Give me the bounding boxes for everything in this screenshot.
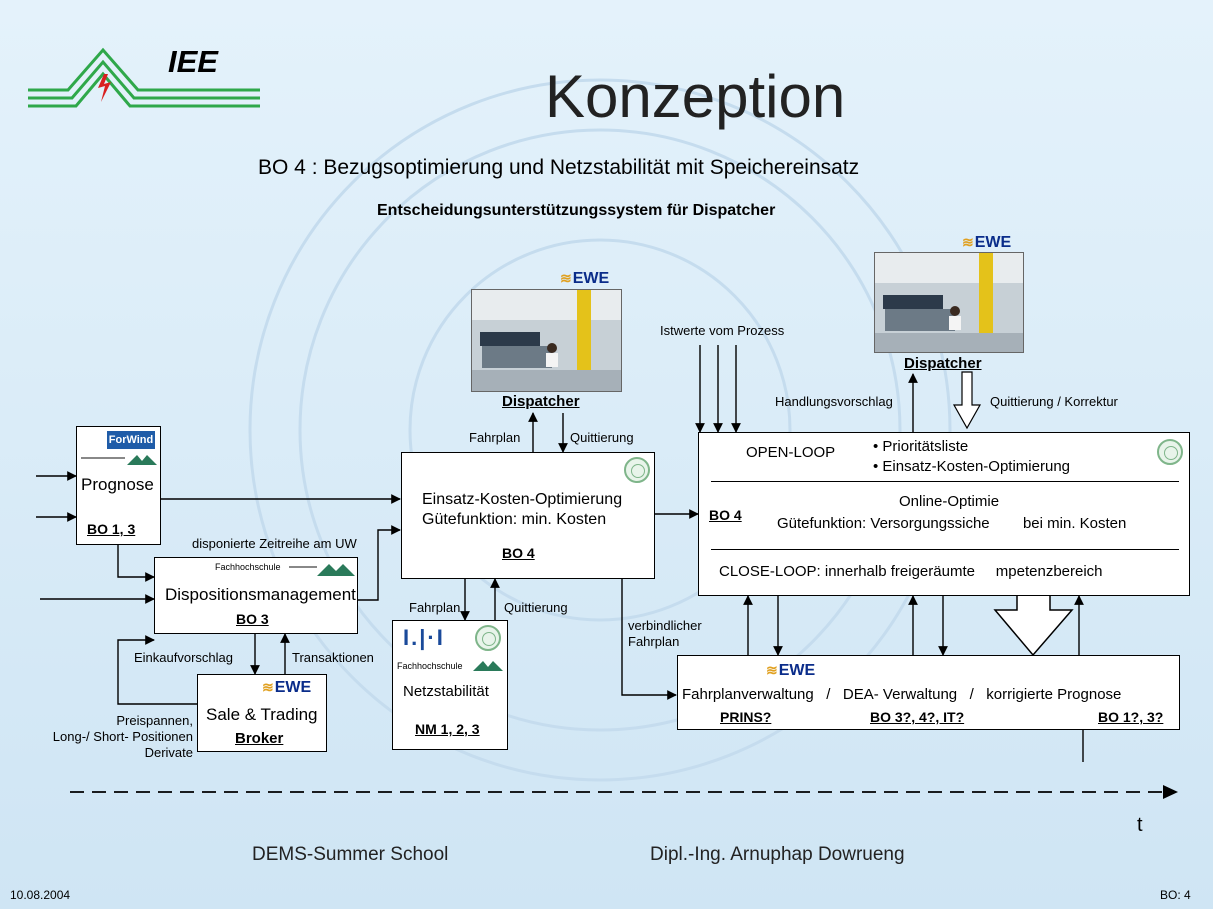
netz-code: NM 1, 2, 3 — [415, 721, 480, 737]
dispo-code: BO 3 — [236, 611, 269, 627]
quittierung-korrektur-label: Quittierung / Korrektur — [990, 394, 1118, 409]
close-loop-label: CLOSE-LOOP: innerhalb freigeräumte mpete… — [719, 563, 1103, 580]
page-title: Konzeption — [545, 63, 846, 130]
netz-label: Netzstabilität — [403, 683, 489, 700]
dispatcher-right-label: Dispatcher — [904, 355, 982, 372]
center-line1: Einsatz-Kosten-Optimierung — [422, 491, 623, 508]
sale-left-labels: Preispannen, Long-/ Short- Positionen De… — [52, 713, 193, 760]
prognose-code-right: BO 1?, 3? — [1098, 709, 1164, 725]
online-line1: Online-Optimie — [899, 493, 1000, 510]
verwaltung-line: Fahrplanverwaltung / DEA- Verwaltung / k… — [682, 686, 1122, 703]
prognose-label: Prognose — [81, 475, 154, 494]
transaktionen-label: Transaktionen — [292, 650, 374, 665]
iee-logo-graphic — [28, 47, 260, 108]
ewe-logo: ≋EWE — [766, 662, 816, 679]
control-room-photo — [471, 289, 622, 392]
center-line2: Gütefunktion: min. Kosten — [422, 511, 607, 528]
section-heading: Entscheidungsunterstützungssystem für Di… — [377, 202, 776, 219]
prognose-code: BO 1, 3 — [87, 521, 136, 537]
sale-trading-box: ≋EWE Sale & Trading Broker — [197, 674, 327, 752]
footer-left: DEMS-Summer School — [252, 844, 449, 865]
fh-text: Fachhochschule — [397, 661, 463, 671]
prognose-box: ForWind Prognose BO 1, 3 — [76, 426, 161, 545]
netz-quittierung-label: Quittierung — [504, 600, 568, 615]
forwind-badge: ForWind — [107, 431, 155, 449]
netz-logo: I.|·I — [403, 625, 445, 650]
fh-logo: Fachhochschule — [215, 562, 355, 578]
iee-logo-text: IEE — [168, 44, 218, 79]
page-subtitle: BO 4 : Bezugsoptimierung und Netzstabili… — [258, 156, 860, 179]
open-close-loop-box: OPEN-LOOP • Prioritätsliste • Einsatz-Ko… — [698, 432, 1190, 596]
dea-code: BO 3?, 4?, IT? — [870, 709, 965, 725]
einsatz-kosten-box: Einsatz-Kosten-Optimierung Gütefunktion:… — [401, 452, 655, 579]
open-loop-label: OPEN-LOOP — [746, 444, 836, 461]
bullet-prioritaet: • Prioritätsliste — [873, 438, 969, 455]
time-axis-label: t — [1137, 814, 1143, 836]
quittierung-down-label: Quittierung — [570, 430, 634, 445]
fahrplan-out-label: Fahrplan — [628, 634, 680, 649]
dispo-label: Dispositionsmanagement — [165, 585, 356, 604]
iee-logo: IEE — [28, 40, 263, 120]
fh-logo-small — [81, 453, 157, 467]
fh-mark-icon — [473, 661, 503, 671]
einkauf-label: Einkaufvorschlag — [134, 650, 233, 665]
university-seal-icon — [1157, 439, 1183, 465]
control-room-photo-right — [874, 252, 1024, 353]
handlungsvorschlag-label: Handlungsvorschlag — [775, 394, 893, 409]
footer-date: 10.08.2004 — [10, 888, 71, 902]
divider — [711, 549, 1179, 550]
right-box-code: BO 4 — [709, 507, 742, 523]
ewe-logo: ≋EWE — [262, 679, 312, 696]
university-seal-icon — [475, 625, 501, 651]
verwaltung-box: ≋EWE Fahrplanverwaltung / DEA- Verwaltun… — [677, 655, 1180, 730]
bullet-einsatz: • Einsatz-Kosten-Optimierung — [873, 458, 1070, 475]
istwerte-label: Istwerte vom Prozess — [660, 323, 785, 338]
netzstabilitaet-box: I.|·I Fachhochschule Netzstabilität NM 1… — [392, 620, 508, 750]
dispo-input-label: disponierte Zeitreihe am UW — [192, 536, 357, 551]
footer-right: Dipl.-Ing. Arnuphap Dowrueng — [650, 844, 905, 865]
fahrplan-up-label: Fahrplan — [469, 430, 521, 445]
dispositionsmanagement-box: Fachhochschule Dispositionsmanagement BO… — [154, 557, 358, 634]
center-code: BO 4 — [502, 545, 535, 561]
dispatcher-left-label: Dispatcher — [502, 393, 580, 410]
prins-code: PRINS? — [720, 709, 772, 725]
netz-fahrplan-label: Fahrplan — [409, 600, 461, 615]
sale-label: Sale & Trading — [206, 705, 318, 724]
divider — [711, 481, 1179, 482]
footer-page: BO: 4 — [1160, 888, 1191, 902]
ewe-logo-dispatcher-left: ≋EWE — [560, 270, 610, 287]
broker-label: Broker — [235, 730, 284, 747]
ewe-logo-dispatcher-right: ≋EWE — [962, 234, 1012, 251]
verbindlicher-label: verbindlicher — [628, 618, 702, 633]
university-seal-icon — [624, 457, 650, 483]
online-line2: Gütefunktion: Versorgungssiche bei min. … — [777, 515, 1127, 532]
